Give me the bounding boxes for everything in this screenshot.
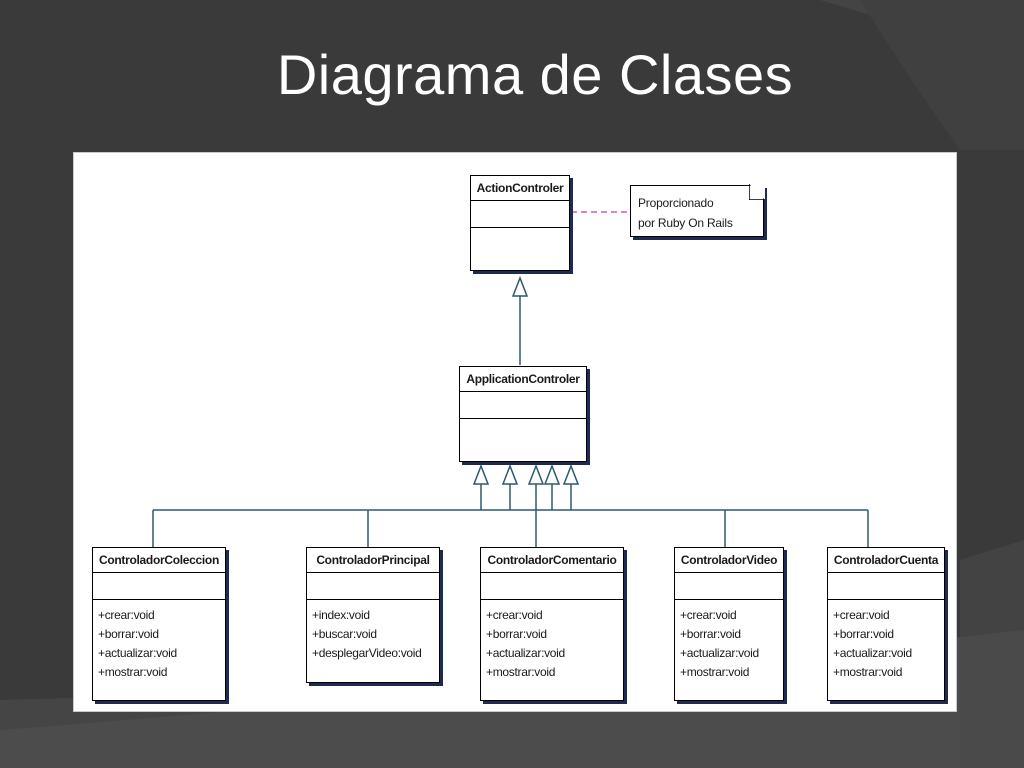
operation: +mostrar:void (98, 665, 168, 679)
class-name: ControladorPrincipal (307, 548, 439, 573)
class-application-controler: ApplicationControler (459, 366, 587, 462)
class-operations: +crear:void +borrar:void +actualizar:voi… (93, 600, 225, 682)
class-controlador-comentario: ControladorComentario +crear:void +borra… (480, 547, 624, 701)
operation: +borrar:void (98, 627, 159, 641)
class-operations (460, 419, 586, 425)
class-controlador-video: ControladorVideo +crear:void +borrar:voi… (674, 547, 784, 701)
operation: +mostrar:void (680, 665, 750, 679)
operation: +mostrar:void (833, 665, 903, 679)
note-box: Proporcionado por Ruby On Rails (630, 184, 765, 237)
inheritance-arrow (543, 463, 561, 485)
operation: +actualizar:void (833, 646, 912, 660)
operation: +desplegarVideo:void (312, 646, 422, 660)
class-attributes (828, 573, 944, 600)
class-attributes (460, 392, 586, 419)
note-text-line1: Proporcionado (638, 196, 714, 210)
class-operations (471, 228, 569, 234)
class-name: ControladorVideo (675, 548, 783, 573)
class-diagram: Proporcionado por Ruby On Rails ActionCo… (73, 152, 957, 712)
diagram-connectors (152, 211, 869, 547)
operation: +crear:void (486, 608, 543, 622)
class-name: ApplicationControler (460, 367, 586, 392)
operation: +borrar:void (833, 627, 894, 641)
class-operations: +index:void +buscar:void +desplegarVideo… (307, 600, 439, 663)
class-attributes (93, 573, 225, 600)
note-fold-icon (749, 184, 765, 200)
inheritance-arrow (562, 463, 580, 485)
class-operations: +crear:void +borrar:void +actualizar:voi… (675, 600, 783, 682)
operation: +buscar:void (312, 627, 377, 641)
operation: +actualizar:void (680, 646, 759, 660)
class-name: ActionControler (471, 176, 569, 201)
operation: +crear:void (680, 608, 737, 622)
operation: +actualizar:void (486, 646, 565, 660)
operation: +crear:void (98, 608, 155, 622)
class-operations: +crear:void +borrar:void +actualizar:voi… (481, 600, 623, 682)
class-name: ControladorCuenta (828, 548, 944, 573)
note-text-line2: por Ruby On Rails (638, 216, 733, 230)
class-operations: +crear:void +borrar:void +actualizar:voi… (828, 600, 944, 682)
class-attributes (471, 201, 569, 228)
class-name: ControladorColeccion (93, 548, 225, 573)
operation: +mostrar:void (486, 665, 556, 679)
class-attributes (481, 573, 623, 600)
operation: +index:void (312, 608, 370, 622)
inheritance-arrow (527, 463, 545, 485)
class-attributes (307, 573, 439, 600)
class-controlador-coleccion: ControladorColeccion +crear:void +borrar… (92, 547, 226, 701)
operation: +actualizar:void (98, 646, 177, 660)
inheritance-arrow (501, 463, 519, 485)
operation: +crear:void (833, 608, 890, 622)
inheritance-arrow (511, 275, 529, 297)
class-attributes (675, 573, 783, 600)
class-controlador-principal: ControladorPrincipal +index:void +buscar… (306, 547, 440, 683)
inheritance-arrow (472, 463, 490, 485)
class-name: ControladorComentario (481, 548, 623, 573)
class-controlador-cuenta: ControladorCuenta +crear:void +borrar:vo… (827, 547, 945, 701)
operation: +borrar:void (486, 627, 547, 641)
operation: +borrar:void (680, 627, 741, 641)
class-action-controler: ActionControler (470, 175, 570, 271)
slide-title: Diagrama de Clases (276, 43, 794, 106)
